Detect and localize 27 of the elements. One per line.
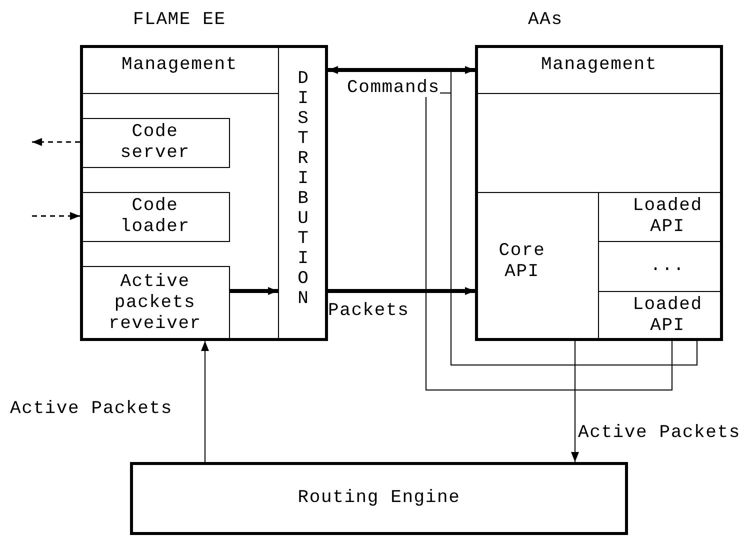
arrow bbox=[201, 340, 209, 462]
process-box bbox=[80, 266, 230, 341]
node-label: Code server bbox=[119, 122, 191, 164]
connector-line bbox=[450, 70, 698, 366]
connector-line bbox=[426, 92, 672, 390]
arrow bbox=[328, 287, 475, 295]
arrow bbox=[571, 340, 579, 462]
node-label: Code loader bbox=[119, 196, 191, 238]
node-label: Management bbox=[540, 55, 658, 76]
frame-title: FLAME EE bbox=[133, 10, 226, 31]
process-box bbox=[80, 118, 230, 168]
node-label: Management bbox=[121, 55, 238, 76]
node-label: DISTRIBUTION bbox=[296, 69, 310, 309]
arrow bbox=[328, 66, 475, 74]
node-label: Core API bbox=[498, 240, 546, 282]
node-label: Loaded API bbox=[632, 196, 704, 238]
node-label: Active packets reveiver bbox=[108, 272, 202, 335]
node-label: ... bbox=[650, 256, 685, 277]
process-box bbox=[130, 462, 628, 535]
edge-label: Commands bbox=[347, 79, 440, 97]
arrow bbox=[32, 212, 80, 220]
process-box bbox=[80, 192, 230, 242]
frame-title: AAs bbox=[528, 10, 563, 31]
arrow bbox=[230, 287, 278, 295]
node-label: Loaded API bbox=[632, 295, 704, 337]
node-label: Routing Engine bbox=[298, 488, 460, 509]
arrow bbox=[32, 138, 80, 146]
